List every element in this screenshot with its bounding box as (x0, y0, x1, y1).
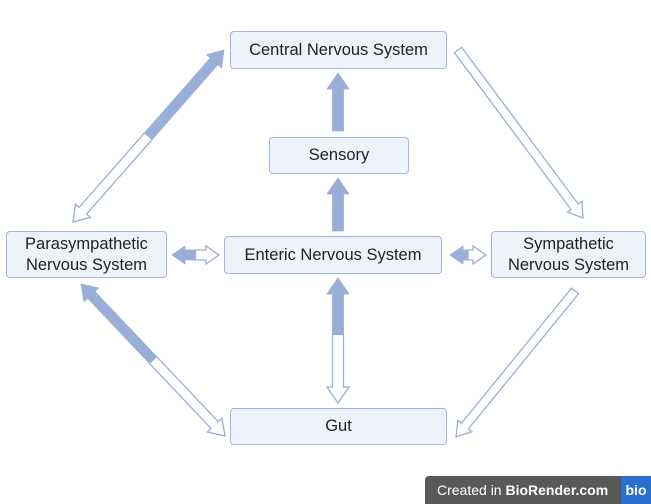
node-label-line1: Sympathetic (523, 234, 614, 253)
node-label: Gut (325, 417, 352, 435)
arrow-para-cns-half-b (144, 49, 225, 140)
node-label: Sensory (308, 146, 370, 164)
arrow-sensory-to-cns (326, 72, 350, 132)
badge-prefix: Created in (437, 482, 506, 498)
arrow-symp-to-gut (455, 287, 580, 438)
arrow-gut-ens-half-b (326, 277, 350, 335)
node-central-nervous-system: Central Nervous System (230, 31, 447, 69)
node-label: Enteric Nervous System (244, 245, 422, 264)
biorender-badge[interactable]: Created in BioRender.com bio (425, 476, 651, 504)
node-enteric-nervous-system: Enteric Nervous System (224, 236, 442, 274)
biorender-logo-icon: bio (621, 476, 651, 504)
arrow-para-cns-half-a (72, 131, 154, 223)
arrow-ens-symp-half-b (467, 244, 488, 266)
arrow-gut-para-half-b (80, 283, 158, 364)
arrow-ens-para-half-b (171, 245, 196, 265)
node-label-line2: Nervous System (25, 255, 148, 274)
node-label: Central Nervous System (249, 40, 428, 59)
node-label-line2: Nervous System (507, 255, 630, 274)
badge-text: Created in BioRender.com (425, 482, 621, 498)
node-label-line1: Parasympathetic (25, 234, 148, 253)
node-parasympathetic-nervous-system: Parasympathetic Nervous System (6, 231, 167, 278)
arrow-ens-symp-half-a (449, 245, 469, 265)
arrow-gut-ens-half-a (325, 333, 351, 405)
node-sympathetic-nervous-system: Sympathetic Nervous System (491, 231, 646, 278)
node-sensory: Sensory (269, 137, 409, 174)
arrow-cns-to-symp (453, 46, 584, 219)
arrow-ens-para-half-a (194, 244, 221, 266)
badge-brand: BioRender.com (505, 482, 609, 498)
arrow-gut-para-half-a (148, 355, 226, 437)
node-gut: Gut (230, 408, 447, 445)
arrow-ens-to-sensory (326, 177, 350, 232)
